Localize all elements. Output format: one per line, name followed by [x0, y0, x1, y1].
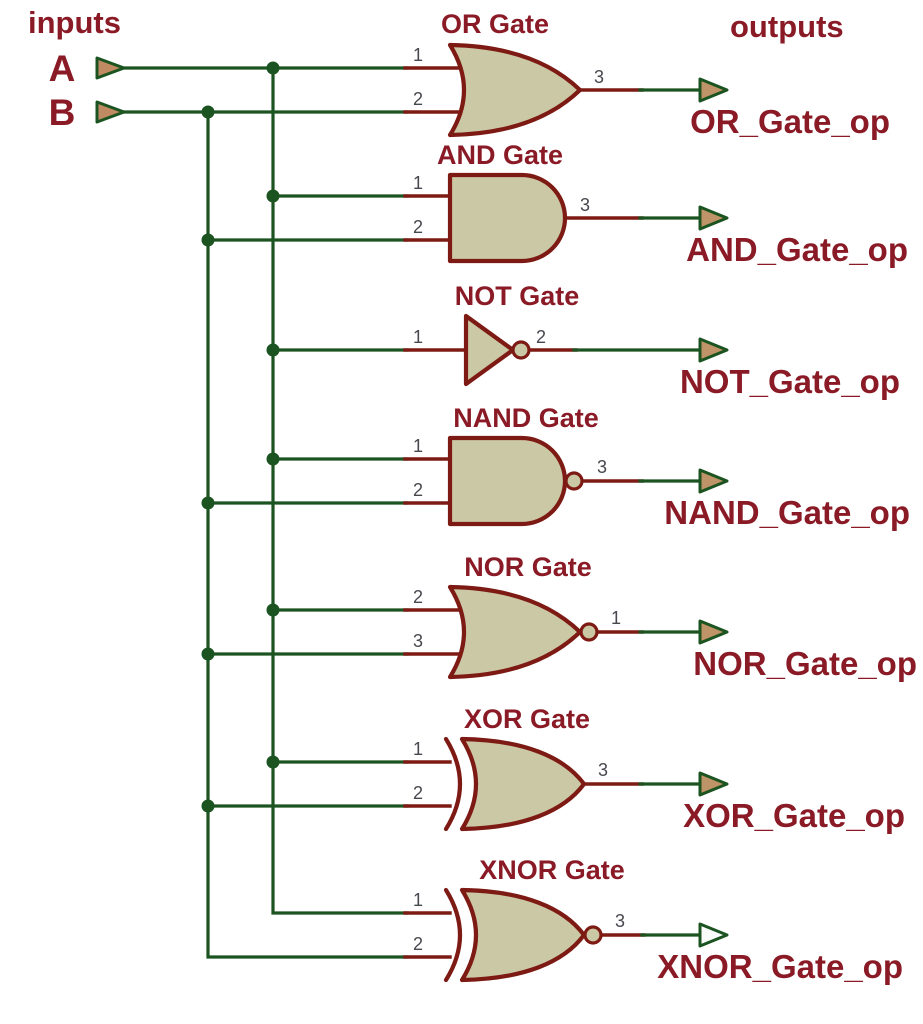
xor-gate-symbol: [459, 736, 587, 832]
junction-dot: [266, 61, 280, 75]
xor-output-net-label: XOR_Gate_op: [683, 797, 905, 834]
not-gate-group: NOT Gate 1 2 NOT_Gate_op: [271, 281, 900, 400]
xnor-gate-symbol: [459, 887, 587, 983]
not-output-terminal-icon: [698, 337, 729, 363]
junction-dot: [201, 105, 215, 119]
and-pin2-number: 2: [413, 217, 423, 237]
not-inversion-bubble: [511, 340, 531, 360]
xnor-gate-title: XNOR Gate: [479, 855, 625, 885]
nand-output-terminal-icon: [698, 468, 729, 494]
or-pin3-number: 3: [594, 67, 604, 87]
junction-dot: [201, 647, 215, 661]
input-label-a: A: [49, 48, 76, 89]
xnor-pin1-number: 1: [413, 890, 423, 910]
input-terminal-a-icon: [95, 56, 126, 80]
or-gate-symbol: [447, 42, 583, 138]
junction-dots: [201, 61, 280, 813]
and-output-net-label: AND_Gate_op: [686, 231, 908, 268]
junction-dot: [201, 496, 215, 510]
inputs-header: inputs: [28, 5, 121, 40]
junction-dot: [266, 343, 280, 357]
xor-pin3-number: 3: [598, 760, 608, 780]
nor-pin1-number: 2: [413, 587, 423, 607]
nand-gate-title: NAND Gate: [453, 403, 599, 433]
junction-dot: [266, 452, 280, 466]
nor-gate-symbol: [447, 584, 583, 680]
nand-inversion-bubble: [564, 471, 584, 491]
outputs-header: outputs: [730, 9, 844, 44]
not-gate-symbol: [463, 313, 516, 387]
input-label-b: B: [49, 92, 76, 133]
nand-pin1-number: 1: [413, 436, 423, 456]
xor-pin2-number: 2: [413, 783, 423, 803]
and-gate-title: AND Gate: [437, 140, 563, 170]
xnor-output-terminal-icon: [698, 922, 729, 948]
nand-gate-symbol: [447, 435, 568, 527]
junction-dot: [266, 755, 280, 769]
not-pin2-number: 2: [536, 327, 546, 347]
xnor-input-arc: [443, 887, 462, 983]
xor-output-terminal-icon: [698, 771, 729, 797]
nand-pin3-number: 3: [597, 457, 607, 477]
or-gate-group: OR Gate 1 2 3 OR_Gate_op: [403, 9, 890, 140]
not-output-net-label: NOT_Gate_op: [680, 363, 900, 400]
nor-output-terminal-icon: [698, 619, 729, 645]
nor-inversion-bubble: [579, 622, 599, 642]
or-pin1-number: 1: [413, 45, 423, 65]
xnor-pin3-number: 3: [615, 911, 625, 931]
junction-dot: [266, 603, 280, 617]
or-output-terminal-icon: [698, 77, 729, 103]
and-gate-group: AND Gate 1 2 3 AND_Gate_op: [206, 140, 908, 268]
nand-pin2-number: 2: [413, 480, 423, 500]
xor-pin1-number: 1: [413, 739, 423, 759]
input-terminal-b-icon: [95, 100, 126, 124]
and-gate-symbol: [447, 172, 568, 264]
b-bus-wire: [206, 110, 409, 959]
xor-gate-group: XOR Gate 1 2 3 XOR_Gate_op: [206, 704, 905, 834]
xnor-gate-group: XNOR Gate 1 2 3 XNOR_Gate_op: [403, 855, 903, 985]
and-output-terminal-icon: [698, 205, 729, 231]
junction-dot: [201, 233, 215, 247]
and-pin3-number: 3: [580, 195, 590, 215]
xnor-pin2-number: 2: [413, 934, 423, 954]
or-output-net-label: OR_Gate_op: [690, 103, 890, 140]
xor-gate-title: XOR Gate: [464, 704, 590, 734]
nor-output-net-label: NOR_Gate_op: [693, 645, 917, 682]
nand-output-net-label: NAND_Gate_op: [664, 494, 910, 531]
xnor-output-net-label: XNOR_Gate_op: [657, 948, 903, 985]
or-pin2-number: 2: [413, 89, 423, 109]
nor-pin2-number: 3: [413, 631, 423, 651]
nor-gate-group: NOR Gate 2 3 1 NOR_Gate_op: [206, 552, 917, 682]
and-pin1-number: 1: [413, 173, 423, 193]
xnor-inversion-bubble: [583, 925, 603, 945]
not-gate-title: NOT Gate: [455, 281, 580, 311]
junction-dot: [266, 189, 280, 203]
junction-dot: [201, 799, 215, 813]
nand-gate-group: NAND Gate 1 2 3 NAND_Gate_op: [206, 403, 910, 531]
xor-input-arc: [443, 736, 462, 832]
nor-pin3-number: 1: [611, 608, 621, 628]
not-pin1-number: 1: [413, 327, 423, 347]
nor-gate-title: NOR Gate: [464, 552, 592, 582]
or-gate-title: OR Gate: [441, 9, 549, 39]
